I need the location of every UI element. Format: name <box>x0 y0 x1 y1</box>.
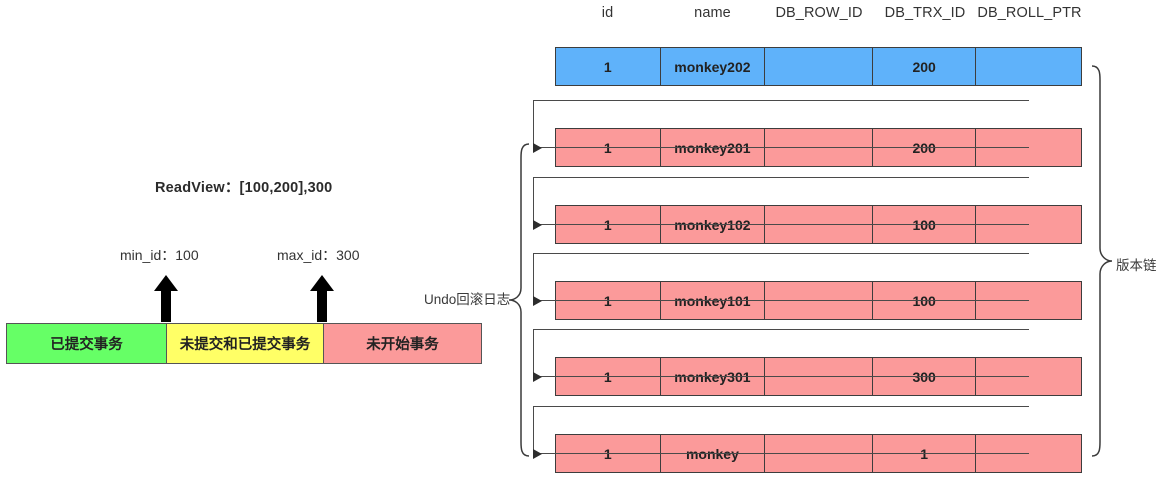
cell-db-trx-id: 300 <box>873 358 977 395</box>
cell-db-trx-id: 100 <box>873 282 977 319</box>
version-chain-brace-svg <box>1091 65 1113 457</box>
readview-title: ReadView：[100,200],300 <box>155 180 333 196</box>
cell-db-row-id <box>765 282 873 319</box>
cell-id: 1 <box>556 435 661 472</box>
cell-db-row-id <box>765 358 873 395</box>
table-row[interactable]: 1 monkey301 300 <box>555 357 1082 396</box>
column-header-db-roll-ptr: DB_ROLL_PTR <box>977 5 1082 21</box>
cell-db-trx-id: 1 <box>873 435 977 472</box>
min-id-arrow-svg <box>154 275 178 322</box>
cell-id: 1 <box>556 282 661 319</box>
cell-name: monkey201 <box>661 129 766 166</box>
roll-pointer-arrowhead <box>533 371 542 382</box>
cell-name: monkey <box>661 435 766 472</box>
cell-db-roll-ptr <box>976 206 1081 243</box>
cell-db-row-id <box>765 48 873 85</box>
cell-id: 1 <box>556 206 661 243</box>
cell-db-row-id <box>765 129 873 166</box>
table-row[interactable]: 1 monkey201 200 <box>555 128 1082 167</box>
table-row[interactable]: 1 monkey102 100 <box>555 205 1082 244</box>
cell-db-trx-id: 200 <box>873 129 977 166</box>
cell-db-row-id <box>765 206 873 243</box>
column-header-db-row-id: DB_ROW_ID <box>775 5 863 21</box>
cell-id: 1 <box>556 129 661 166</box>
roll-pointer-arrowhead <box>533 448 542 459</box>
version-chain-label: 版本链 <box>1116 258 1157 273</box>
max-id-label: max_id：300 <box>277 247 360 263</box>
max-id-pointer-arrow <box>309 274 335 322</box>
min-id-pointer-arrow <box>153 274 179 322</box>
column-header-name: name <box>694 5 731 21</box>
cell-db-roll-ptr <box>976 129 1081 166</box>
cell-db-roll-ptr <box>976 435 1081 472</box>
cell-db-trx-id: 100 <box>873 206 977 243</box>
undo-log-brace <box>505 140 531 460</box>
undo-log-brace-svg <box>508 143 530 457</box>
min-id-label: min_id：100 <box>120 247 199 263</box>
version-chain-brace <box>1090 62 1116 460</box>
cell-id: 1 <box>556 48 661 85</box>
cell-db-roll-ptr <box>976 358 1081 395</box>
state-segment-not-started[interactable]: 未开始事务 <box>324 324 481 363</box>
cell-name: monkey301 <box>661 358 766 395</box>
transaction-state-bar: 已提交事务 未提交和已提交事务 未开始事务 <box>6 323 482 364</box>
state-segment-committed[interactable]: 已提交事务 <box>7 324 167 363</box>
cell-name: monkey101 <box>661 282 766 319</box>
roll-pointer-arrowhead <box>533 295 542 306</box>
cell-name: monkey202 <box>661 48 766 85</box>
cell-db-roll-ptr <box>976 282 1081 319</box>
state-segment-active-mixed[interactable]: 未提交和已提交事务 <box>167 324 324 363</box>
cell-db-trx-id: 200 <box>873 48 977 85</box>
roll-pointer-arrowhead <box>533 219 542 230</box>
cell-id: 1 <box>556 358 661 395</box>
table-row[interactable]: 1 monkey202 200 <box>555 47 1082 86</box>
table-row[interactable]: 1 monkey 1 <box>555 434 1082 473</box>
cell-name: monkey102 <box>661 206 766 243</box>
cell-db-row-id <box>765 435 873 472</box>
column-header-id: id <box>601 5 614 21</box>
cell-db-roll-ptr <box>976 48 1081 85</box>
roll-pointer-arrowhead <box>533 142 542 153</box>
table-row[interactable]: 1 monkey101 100 <box>555 281 1082 320</box>
column-header-db-trx-id: DB_TRX_ID <box>884 5 966 21</box>
max-id-arrow-svg <box>310 275 334 322</box>
undo-log-label: Undo回滚日志 <box>424 292 511 307</box>
